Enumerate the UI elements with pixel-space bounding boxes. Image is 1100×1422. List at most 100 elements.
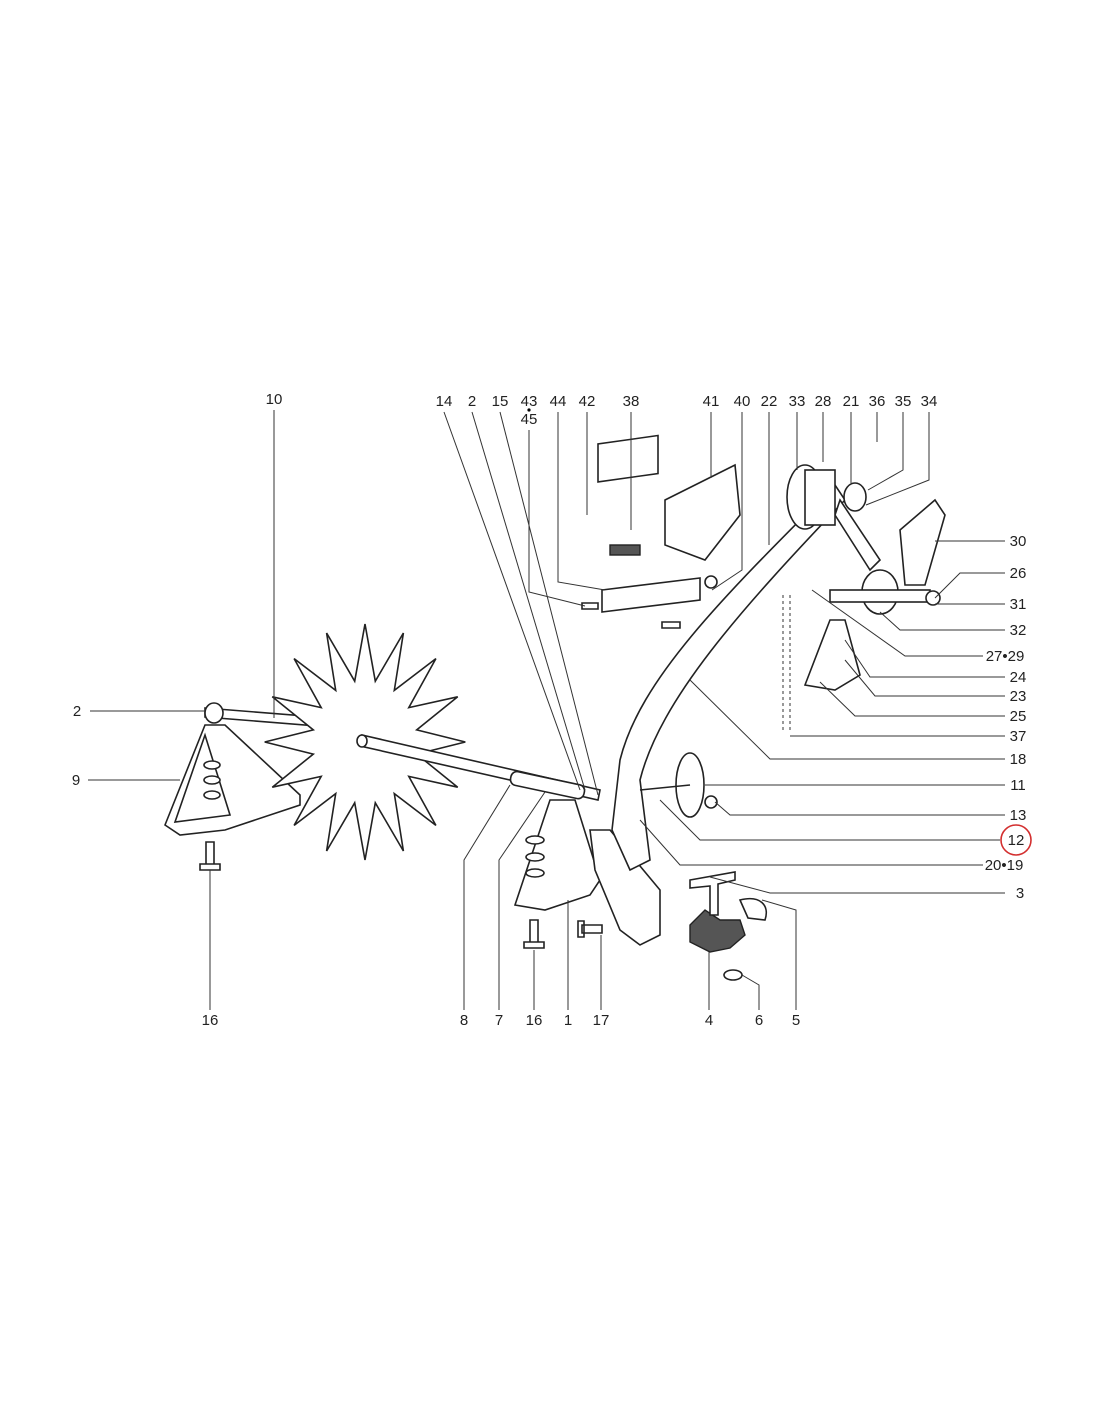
part-label-3: 3 xyxy=(1016,885,1024,902)
lever-30 xyxy=(899,498,946,586)
bolt-16 xyxy=(199,841,221,871)
part-label-9: 9 xyxy=(72,772,80,789)
part-label-23: 23 xyxy=(1010,688,1027,705)
leader-line xyxy=(714,801,1005,816)
knob-4 xyxy=(689,909,746,953)
part-label-40: 40 xyxy=(734,393,751,410)
nut-13 xyxy=(704,795,718,809)
leader-line xyxy=(934,572,1005,599)
part-label-17: 17 xyxy=(593,1012,610,1029)
part-label-33: 33 xyxy=(789,393,806,410)
shaft-31 xyxy=(829,589,931,603)
part-label-20-19: 20•19 xyxy=(985,857,1024,874)
leader-line xyxy=(865,412,930,506)
washer xyxy=(203,790,221,800)
part-label-27-29: 27•29 xyxy=(986,648,1025,665)
part-label-36: 36 xyxy=(869,393,886,410)
part-label-45: 45 xyxy=(521,411,538,428)
leader-line xyxy=(463,784,511,1010)
part-label-42: 42 xyxy=(579,393,596,410)
part-label-4: 4 xyxy=(705,1012,713,1029)
leader-line xyxy=(709,876,1005,894)
leader-line xyxy=(443,411,581,791)
counter-window xyxy=(609,544,641,556)
part-label-38: 38 xyxy=(623,393,640,410)
part-label-15: 15 xyxy=(492,393,509,410)
part-label-11: 11 xyxy=(1010,777,1026,794)
part-label-32: 32 xyxy=(1010,622,1027,639)
part-label-2: 2 xyxy=(468,393,476,410)
part-label-14: 14 xyxy=(436,393,453,410)
part-label-37: 37 xyxy=(1010,728,1027,745)
part-label-22: 22 xyxy=(761,393,778,410)
parts-illustration xyxy=(164,434,946,981)
leader-line xyxy=(844,659,1005,697)
part-label-26: 26 xyxy=(1010,565,1027,582)
stand-9-face xyxy=(173,732,232,823)
screw-43 xyxy=(581,602,599,610)
plate-44 xyxy=(601,577,701,613)
part-label-31: 31 xyxy=(1010,596,1027,613)
counter-38 xyxy=(597,434,659,483)
part-label-41: 41 xyxy=(703,393,720,410)
washer xyxy=(525,852,545,862)
bushing-7 xyxy=(509,770,586,800)
leader-line xyxy=(819,681,1005,717)
nut-26 xyxy=(925,590,941,606)
part-label-28: 28 xyxy=(815,393,832,410)
leader-line xyxy=(761,899,797,1010)
part-label-8: 8 xyxy=(460,1012,468,1029)
nut-21 xyxy=(843,482,867,512)
part-label-35: 35 xyxy=(895,393,912,410)
leader-line xyxy=(867,412,904,491)
screw-43b xyxy=(661,621,681,629)
washer xyxy=(525,868,545,878)
leader-line xyxy=(639,819,983,866)
part-label-16: 16 xyxy=(526,1012,543,1029)
part-label-6: 6 xyxy=(755,1012,763,1029)
clamp-5 xyxy=(738,898,767,921)
leader-line xyxy=(499,411,599,796)
arm-18-side xyxy=(834,498,882,572)
washer-40 xyxy=(704,575,718,589)
leader-line xyxy=(879,611,1005,631)
leader-line xyxy=(741,974,760,1010)
washer xyxy=(203,760,221,770)
part-label-24: 24 xyxy=(1010,669,1027,686)
t-bolt xyxy=(689,871,736,916)
part-label-1: 1 xyxy=(564,1012,572,1029)
part-label-43: 43 xyxy=(521,393,538,410)
part-label-44: 44 xyxy=(550,393,567,410)
label-separator-dot xyxy=(527,408,531,412)
part-label-2: 2 xyxy=(73,703,81,720)
bolt-16 xyxy=(523,919,545,949)
leader-line xyxy=(557,412,606,591)
pawl-25 xyxy=(803,619,861,691)
part-label-5: 5 xyxy=(792,1012,800,1029)
part-label-13: 13 xyxy=(1010,807,1027,824)
part-label-21: 21 xyxy=(843,393,860,410)
bolt-17 xyxy=(577,920,603,938)
highlight-circle-12 xyxy=(1000,824,1032,856)
leader-lines xyxy=(88,410,1005,1010)
shaft-end xyxy=(356,734,368,748)
nut-2 xyxy=(204,702,224,724)
part-label-10: 10 xyxy=(266,391,283,408)
leader-line xyxy=(471,411,586,791)
part-label-30: 30 xyxy=(1010,533,1027,550)
part-label-12: 12 xyxy=(1008,832,1025,849)
leader-line xyxy=(711,412,743,591)
leader-line xyxy=(811,589,983,657)
leader-line xyxy=(689,679,1005,760)
roller-body xyxy=(804,469,836,526)
part-label-16: 16 xyxy=(202,1012,219,1029)
washer xyxy=(525,835,545,845)
leader-line xyxy=(528,430,586,607)
part-label-34: 34 xyxy=(921,393,938,410)
washer-6 xyxy=(723,969,743,981)
part-label-18: 18 xyxy=(1010,751,1027,768)
leader-line xyxy=(498,791,546,1010)
